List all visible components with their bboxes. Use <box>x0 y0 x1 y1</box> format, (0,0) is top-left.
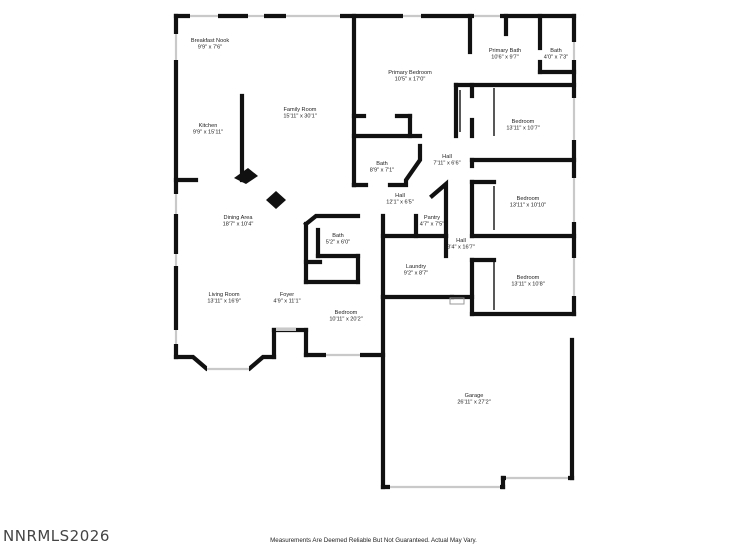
room-name-breakfast-nook: Breakfast Nook <box>191 38 229 44</box>
room-name-primary-bath: Primary Bath <box>489 48 521 54</box>
room-dims-hall-1: 7'11" x 6'6" <box>433 161 460 167</box>
room-dims-bedroom-ne: 13'11" x 10'7" <box>506 126 539 132</box>
room-name-family-room: Family Room <box>284 107 317 113</box>
room-dims-garage: 26'11" x 27'2" <box>457 400 490 406</box>
fixtures <box>234 168 465 331</box>
room-dims-foyer: 4'9" x 11'1" <box>273 299 300 305</box>
room-dims-hall-3: 3'4" x 16'7" <box>447 245 475 251</box>
room-name-hall-3: Hall <box>456 238 466 244</box>
watermark: NNRMLS2026 <box>3 527 110 545</box>
room-dims-breakfast-nook: 9'9" x 7'6" <box>198 45 222 51</box>
room-dims-hall-2: 12'1" x 6'5" <box>386 200 414 206</box>
entry-step <box>449 297 465 305</box>
room-name-pantry: Pantry <box>424 215 440 221</box>
room-name-kitchen: Kitchen <box>199 123 218 129</box>
room-dims-dining-area: 18'7" x 10'4" <box>223 222 254 228</box>
kitchen-island <box>266 191 286 209</box>
room-name-bath-small: Bath <box>550 48 562 54</box>
room-dims-primary-bath: 10'6" x 9'7" <box>491 55 519 61</box>
interior-walls <box>173 13 577 317</box>
room-name-bedroom-ne: Bedroom <box>512 119 535 125</box>
room-name-bath-hall: Bath <box>376 161 388 167</box>
room-name-bedroom-se: Bedroom <box>517 275 540 281</box>
room-dims-laundry: 9'2" x 8'7" <box>404 271 428 277</box>
room-name-bedroom-e: Bedroom <box>517 196 540 202</box>
disclaimer: Measurements Are Deemed Reliable But Not… <box>270 537 477 544</box>
room-dims-pantry: 4'7" x 7'5" <box>420 222 444 228</box>
room-dims-bath-small: 4'0" x 7'3" <box>544 55 568 61</box>
room-name-dining-area: Dining Area <box>224 215 254 221</box>
room-name-garage: Garage <box>465 393 484 399</box>
kitchen-island-end <box>234 168 258 184</box>
foyer-closet <box>276 328 296 331</box>
room-dims-bath-hall: 8'9" x 7'1" <box>370 168 394 174</box>
room-name-bath-foyer: Bath <box>332 233 344 239</box>
room-name-laundry: Laundry <box>406 264 426 270</box>
room-dims-bath-foyer: 5'2" x 6'0" <box>326 240 350 246</box>
room-dims-bedroom-e: 13'11" x 10'10" <box>510 203 547 209</box>
room-dims-living-room: 13'11" x 16'9" <box>207 299 240 305</box>
room-dims-kitchen: 9'9" x 15'11" <box>193 130 223 136</box>
room-name-primary-bedroom: Primary Bedroom <box>388 70 432 76</box>
room-name-foyer: Foyer <box>280 292 294 298</box>
room-dims-family-room: 15'11" x 30'1" <box>283 114 316 120</box>
room-name-bedroom-s: Bedroom <box>335 310 358 316</box>
room-dims-primary-bedroom: 10'5" x 17'0" <box>395 77 426 83</box>
room-dims-bedroom-se: 13'11" x 10'8" <box>511 282 544 288</box>
room-dims-bedroom-s: 10'11" x 20'2" <box>329 317 362 323</box>
room-name-hall-2: Hall <box>395 193 405 199</box>
windows <box>173 13 577 490</box>
room-name-hall-1: Hall <box>442 154 452 160</box>
room-name-living-room: Living Room <box>208 292 239 298</box>
